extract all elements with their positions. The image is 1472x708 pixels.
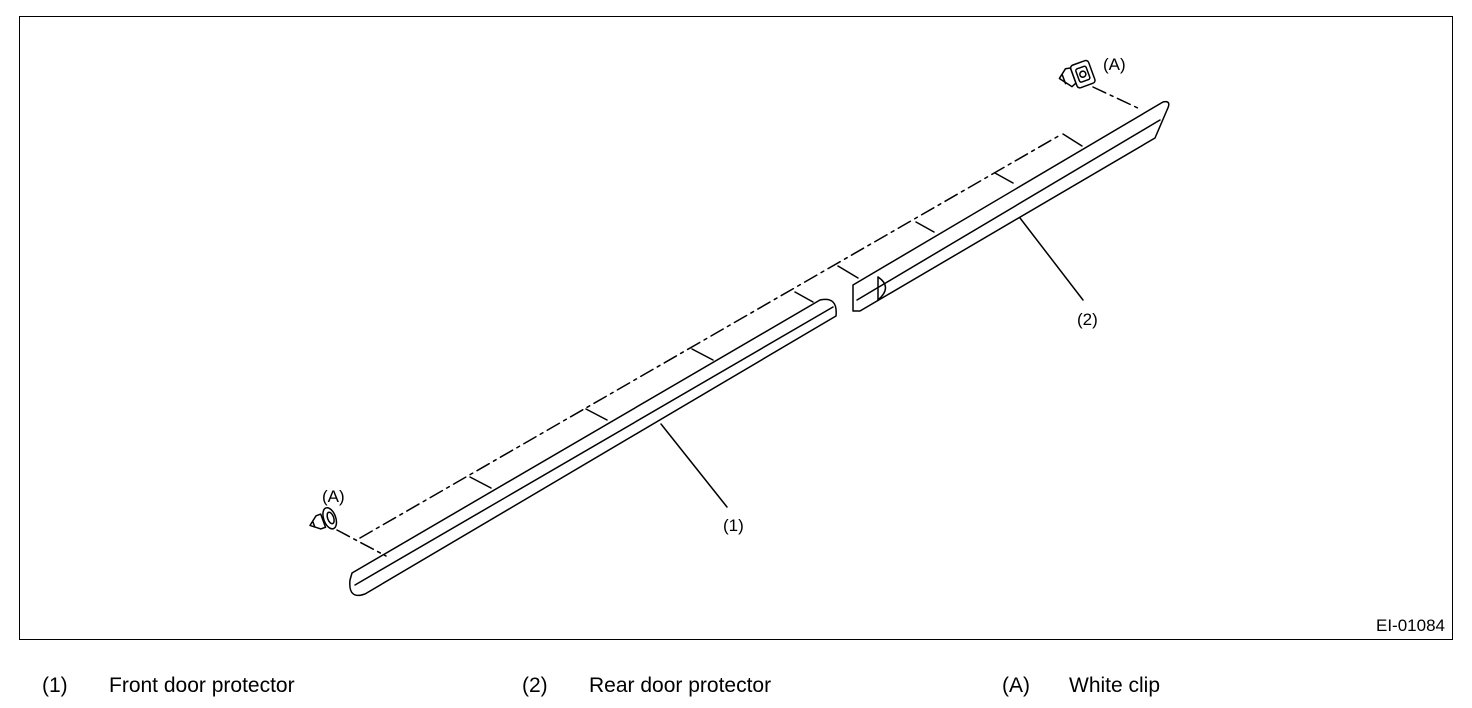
legend-key: (2) [522, 674, 548, 697]
legend-item-front-door-protector: (1) Front door protector [42, 674, 295, 698]
legend-label: White clip [1069, 674, 1161, 697]
legend-label: Front door protector [109, 674, 295, 697]
legend-key: (A) [1002, 674, 1030, 697]
white-clip-rear [1058, 59, 1096, 89]
rear-door-protector [837, 100, 1170, 312]
front-door-protector [349, 291, 837, 597]
callout-clip-front: (A) [322, 487, 345, 506]
white-clip-front [309, 507, 338, 530]
callout-rear-protector: (2) [1077, 310, 1098, 329]
legend-label: Rear door protector [589, 674, 772, 697]
leader-line-1 [660, 423, 728, 508]
callout-clip-rear: (A) [1103, 55, 1126, 74]
alignment-line [336, 86, 1141, 557]
callout-front-protector: (1) [723, 516, 744, 535]
legend-item-rear-door-protector: (2) Rear door protector [522, 674, 771, 698]
figure-id: EI-01084 [1376, 616, 1445, 635]
legend-item-white-clip: (A) White clip [1002, 674, 1160, 698]
diagram-frame [19, 16, 1453, 640]
legend-key: (1) [42, 674, 68, 697]
leader-line-2 [1019, 217, 1084, 301]
